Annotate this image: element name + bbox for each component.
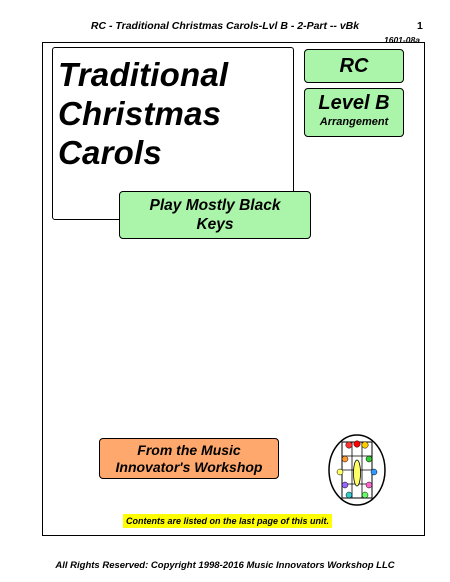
play-note-line-1: Play Mostly Black — [149, 197, 281, 214]
title-line-2: Christmas — [58, 95, 222, 132]
workshop-box: From the Music Innovator's Workshop — [99, 438, 279, 479]
document-code: 1601-08a — [384, 35, 420, 45]
title-line-1: Traditional — [58, 56, 229, 93]
play-note-box: Play Mostly Black Keys — [119, 191, 311, 239]
title-line-3: Carols — [58, 134, 162, 171]
level-badge: Level B Arrangement — [304, 88, 404, 137]
cover-frame — [42, 42, 425, 536]
music-innovators-logo-icon — [328, 434, 386, 506]
copyright-footer: All Rights Reserved: Copyright 1998-2016… — [55, 560, 395, 571]
arrangement-label: Arrangement — [319, 116, 389, 128]
page-number: 1 — [417, 20, 423, 32]
header-title: RC - Traditional Christmas Carols-Lvl B … — [90, 20, 360, 32]
workshop-line-1: From the Music — [137, 442, 241, 458]
rc-badge: RC — [304, 49, 404, 83]
play-note-line-2: Keys — [196, 216, 234, 233]
workshop-line-2: Innovator's Workshop — [115, 459, 263, 475]
level-label: Level B — [318, 92, 390, 114]
contents-note: Contents are listed on the last page of … — [123, 514, 333, 528]
